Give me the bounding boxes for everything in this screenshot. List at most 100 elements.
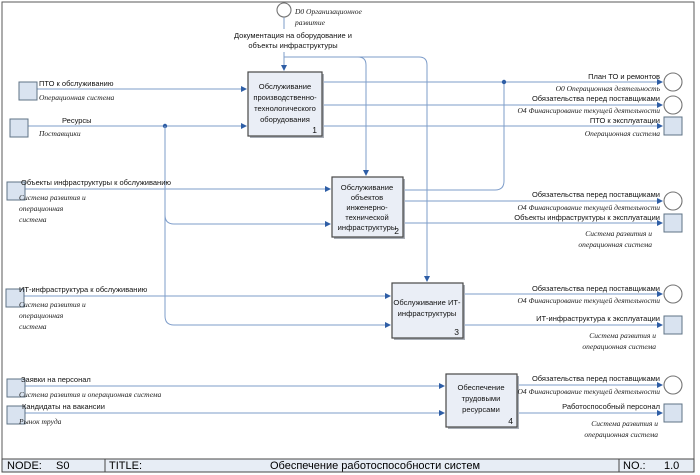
- resources-branch-box2: [164, 126, 326, 225]
- input-label-it-infra: ИТ-инфраструктура к обслуживанию: [19, 285, 148, 294]
- box3-line2: инфраструктуры: [398, 309, 457, 318]
- output-ref-workforce-2: операционная система: [584, 430, 658, 439]
- input-source-pto: Операционная система: [39, 93, 115, 102]
- output-ref-infra-exploitation-1: Система развития и: [585, 229, 652, 238]
- activity-box-4[interactable]: Обеспечение трудовыми ресурсами 4: [445, 373, 519, 429]
- arrowhead-obligations-4: [657, 382, 663, 388]
- output-label-workforce: Работоспособный персонал: [562, 402, 660, 411]
- arrowhead-candidates: [439, 410, 445, 416]
- box4-rect[interactable]: [445, 373, 518, 428]
- activity-box-1[interactable]: Обслуживание производственно- технологич…: [247, 71, 324, 138]
- arrowhead-obligations-2: [657, 198, 663, 204]
- input-label-infra-objects: Объекты инфраструктуры к обслуживанию: [21, 178, 171, 187]
- arrowhead-resources-box2: [325, 221, 331, 227]
- resources-branch-box3: [164, 126, 386, 326]
- input-label-staff-requests: Заявки на персонал: [21, 375, 91, 384]
- control-line-to-box3: [284, 56, 428, 277]
- arrowhead-resources-box3: [385, 322, 391, 328]
- arrowhead-it-exploitation: [657, 322, 663, 328]
- footer-node-value: S0: [56, 460, 69, 472]
- external-ref-circle-obligations-4[interactable]: [663, 375, 683, 395]
- box4-line3: ресурсами: [462, 405, 500, 414]
- arrowhead-obligations-1: [657, 102, 663, 108]
- box1-rect[interactable]: [247, 71, 323, 137]
- output-label-infra-exploitation: Объекты инфраструктуры к эксплуатации: [514, 213, 660, 222]
- output-ref-infra-exploitation-2: операционная система: [578, 240, 652, 249]
- input-source-infra-objects-3: система: [19, 215, 47, 224]
- box2-rect[interactable]: [331, 176, 404, 238]
- box2-line1: Обслуживание: [341, 183, 393, 192]
- external-ref-circle-obligations-1[interactable]: [663, 95, 683, 115]
- output-label-obligations-4: Обязательства перед поставщиками: [532, 374, 660, 383]
- input-source-candidates: Рынок труда: [18, 417, 62, 426]
- box4-line2: трудовыми: [462, 394, 501, 403]
- box1-line4: оборудования: [260, 115, 310, 124]
- output-label-plan-to: План ТО и ремонтов: [588, 72, 660, 81]
- entity-square-pto[interactable]: [18, 81, 38, 101]
- external-entity-icons: [5, 2, 683, 425]
- control-label-line2: объекты инфраструктуры: [248, 41, 337, 50]
- output-ref-it-exploitation-2: операционная система: [582, 342, 656, 351]
- control-labels: D0 Организационное развитие Документация…: [234, 7, 362, 50]
- output-ref-it-exploitation-1: Система развития и: [589, 331, 656, 340]
- output-label-obligations-3: Обязательства перед поставщиками: [532, 284, 660, 293]
- input-label-candidates: Кандидаты на вакансии: [22, 402, 105, 411]
- footer-bar: [1, 458, 695, 473]
- entity-square-infra-objects[interactable]: [6, 181, 26, 201]
- box2-number: 2: [394, 226, 399, 236]
- external-ref-circle-obligations-3[interactable]: [663, 284, 683, 304]
- arrowhead-resources-box1: [241, 123, 247, 129]
- input-source-staff-requests: Система развития и операционная система: [19, 390, 162, 399]
- control-label-bg: [231, 29, 357, 52]
- box2-line2: объектов: [351, 193, 383, 202]
- arrowhead-it-infra: [385, 293, 391, 299]
- entity-square-candidates[interactable]: [6, 405, 26, 425]
- footer-node-label: NODE:: [7, 460, 42, 472]
- footer-no-value: 1.0: [664, 460, 679, 472]
- footer-fields: NODE: S0 TITLE: Обеспечение работоспособ…: [7, 460, 679, 472]
- input-source-infra-objects-2: операционная: [19, 204, 64, 213]
- external-ref-circle-d0[interactable]: [276, 2, 292, 18]
- input-source-it-infra-2: операционная: [19, 311, 64, 320]
- external-ref-circle-plan[interactable]: [663, 72, 683, 92]
- entity-square-it-exploitation[interactable]: [663, 315, 683, 335]
- input-source-it-infra-1: Система развития и: [19, 300, 86, 309]
- arrowhead-down-box3: [424, 276, 430, 282]
- footer-title-value: Обеспечение работоспособности систем: [270, 460, 480, 472]
- merge-dot-plan: [501, 79, 507, 85]
- box1-line3: технологического: [254, 104, 316, 113]
- arrowhead-obligations-3: [657, 291, 663, 297]
- box2-line4: технической: [345, 213, 389, 222]
- arrowhead-down-box1: [281, 65, 287, 71]
- footer-title-label: TITLE:: [109, 460, 142, 472]
- external-ref-circle-obligations-2[interactable]: [663, 191, 683, 211]
- arrowhead-pto-exploitation: [657, 123, 663, 129]
- entity-square-resources[interactable]: [9, 118, 29, 138]
- arrowhead-staff-requests: [439, 383, 445, 389]
- output-ref-obligations-2: О4 Финансирование текущей деятельности: [517, 203, 660, 212]
- output-ref-workforce-1: Система развития и: [591, 419, 658, 428]
- box1-line1: Обслуживание: [259, 82, 311, 91]
- entity-square-it-infra[interactable]: [5, 288, 25, 308]
- arrowhead-input-pto: [241, 86, 247, 92]
- arrowhead-plan-to: [657, 79, 663, 85]
- box3-rect[interactable]: [391, 282, 464, 339]
- output-ref-obligations-3: О4 Финансирование текущей деятельности: [517, 296, 660, 305]
- box3-line1: Обслуживание ИТ-: [393, 298, 461, 307]
- input-labels: ПТО к обслуживанию Операционная система …: [18, 79, 171, 426]
- control-label-line1: Документация на оборудование и: [234, 31, 352, 40]
- output-merge-box2-to-plan: [403, 82, 505, 191]
- entity-square-workforce[interactable]: [663, 403, 683, 423]
- entity-square-infra-exploitation[interactable]: [663, 213, 683, 233]
- input-source-infra-objects-1: Система развития и: [19, 193, 86, 202]
- box2-line5: инфраструктуры: [338, 223, 397, 232]
- activity-box-3[interactable]: Обслуживание ИТ- инфраструктуры 3: [391, 282, 465, 340]
- output-ref-obligations-1: О4 Финансирование текущей деятельности: [517, 106, 660, 115]
- arrowhead-infra-exploitation: [657, 220, 663, 226]
- box1-line2: производственно-: [253, 93, 317, 102]
- box2-line3: инженерно-: [346, 203, 388, 212]
- entity-square-staff-requests[interactable]: [6, 378, 26, 398]
- output-label-obligations-1: Обязательства перед поставщиками: [532, 94, 660, 103]
- entity-square-pto-exploitation[interactable]: [663, 116, 683, 136]
- activity-box-2[interactable]: Обслуживание объектов инженерно- техниче…: [331, 176, 405, 239]
